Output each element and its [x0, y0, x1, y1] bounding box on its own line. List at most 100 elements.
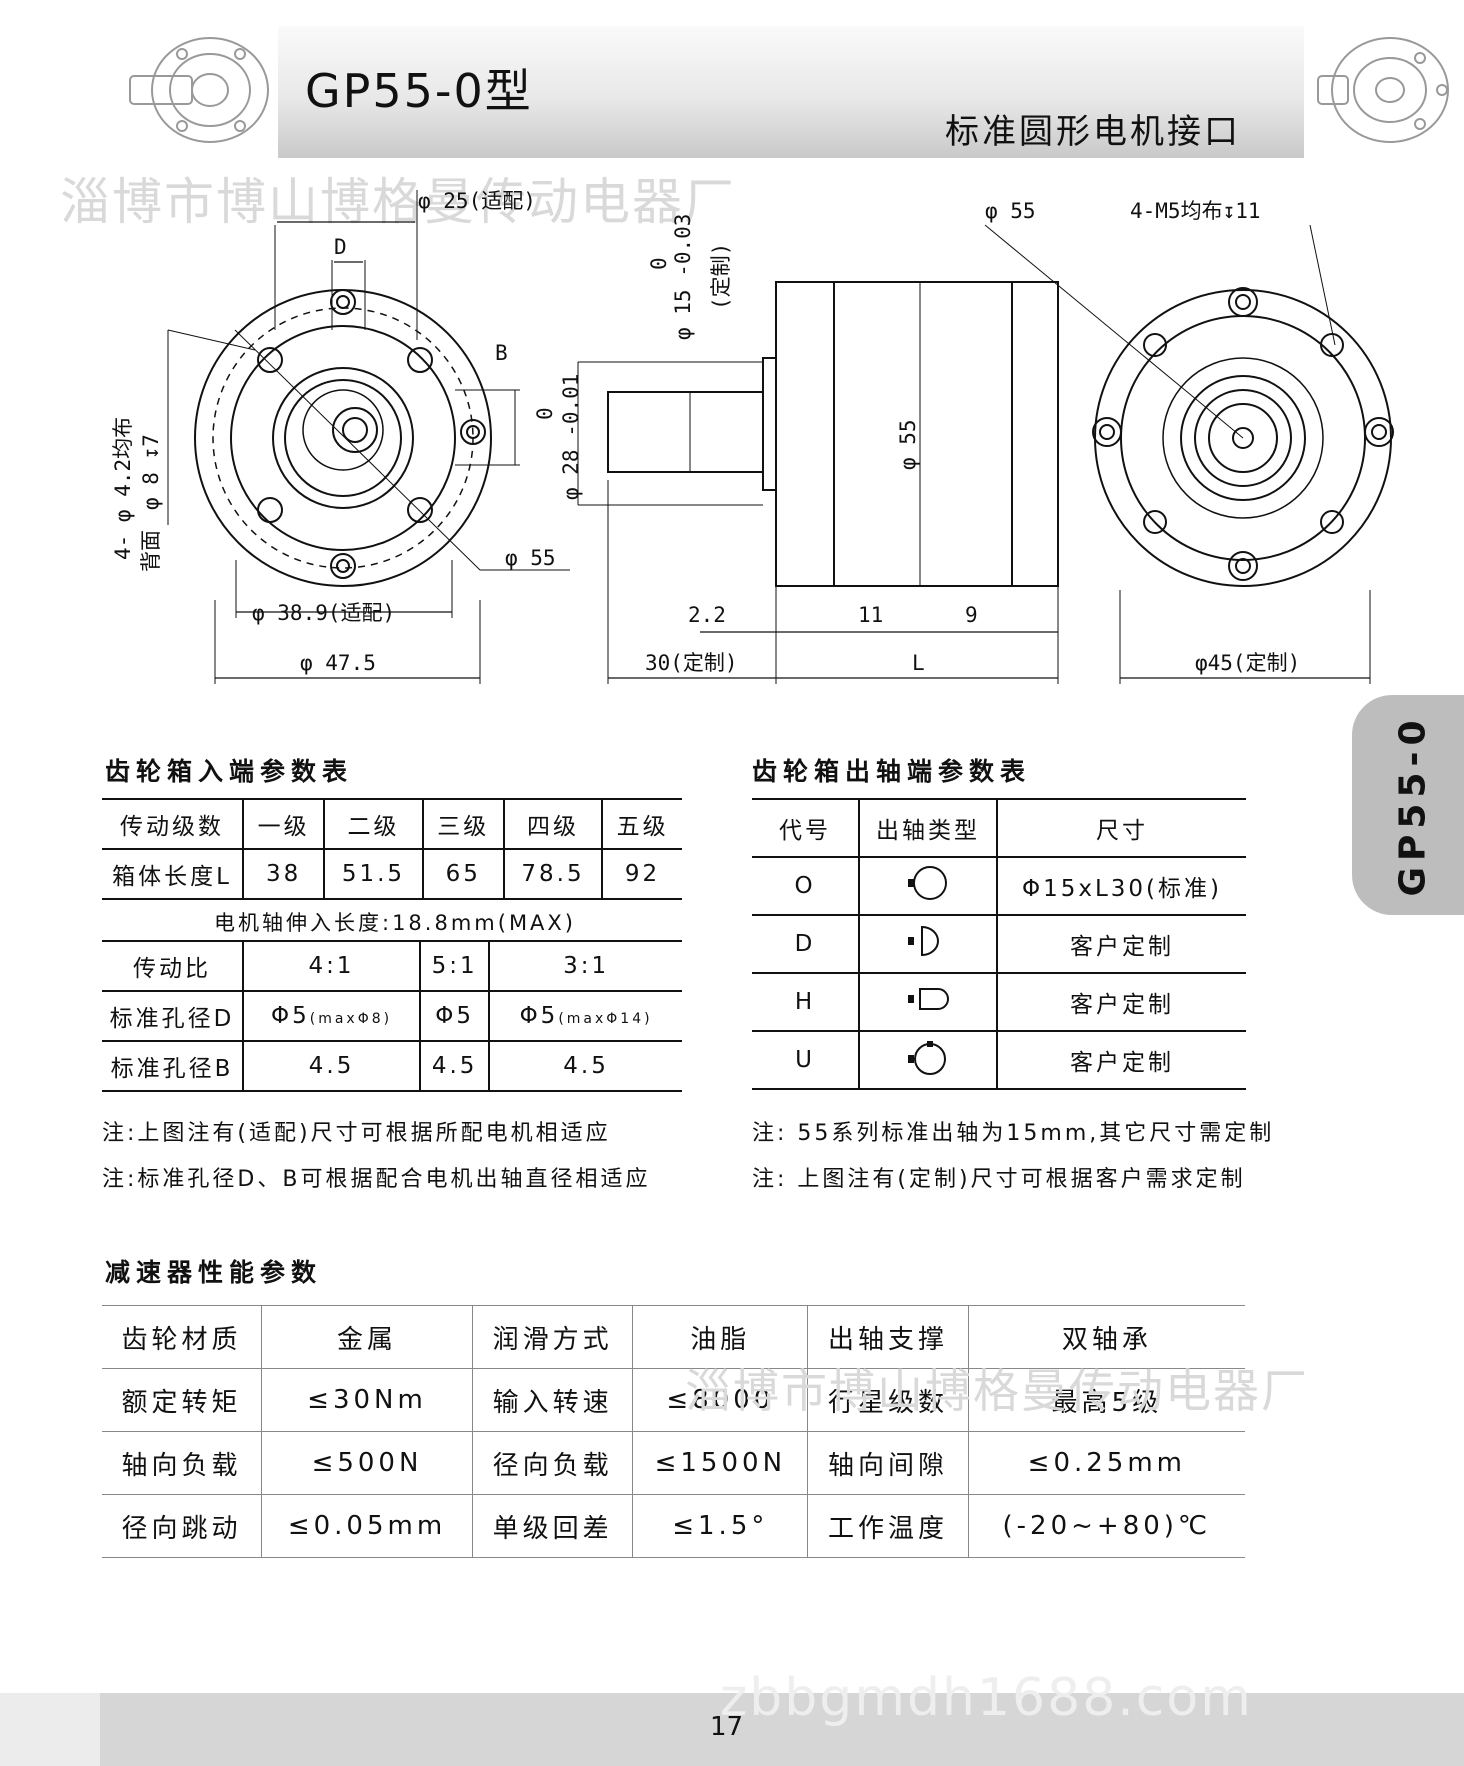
gearbox-thumbnail-left [129, 37, 269, 143]
stage-cell: 三级 [421, 798, 504, 850]
bore-b-cell: 4.5 [241, 1040, 421, 1092]
table-row: 传动级数 一级 二级 三级 四级 五级 [102, 798, 682, 850]
dim-D-label: D [334, 235, 347, 259]
perf-cell: (-20~+80)℃ [967, 1494, 1245, 1558]
input-note-1: 注:上图注有(适配)尺寸可根据所配电机相适应 [102, 1121, 611, 1146]
output-table-title: 齿轮箱出轴端参数表 [752, 757, 1032, 786]
ratio-cell: 3:1 [488, 940, 682, 992]
side-tab [1352, 695, 1464, 915]
table-row: 标准孔径D Φ5(maxΦ8) Φ5 Φ5(maxΦ14) [102, 990, 682, 1042]
dim-shaft-d15-label: φ 15 -0.03 [671, 214, 695, 340]
motor-shaft-note: 电机轴伸入长度:18.8mm(MAX) [214, 911, 577, 935]
dim-len30-label: 30(定制) [645, 651, 738, 675]
stage-cell: 二级 [323, 798, 423, 850]
dim-d475-label: φ 47.5 [300, 651, 376, 675]
perf-cell: 工作温度 [807, 1494, 969, 1558]
code-cell: U [752, 1030, 859, 1090]
bore-d-cell: Φ5(maxΦ14) [488, 990, 682, 1042]
size-cell: 客户定制 [996, 914, 1246, 974]
perf-cell: ≤1.5° [632, 1494, 808, 1558]
watermark-company-2: 淄博市博山博格曼传动电器厂 [685, 1364, 1309, 1418]
ratio-cell: 5:1 [419, 940, 490, 992]
stage-cell: 一级 [241, 798, 325, 850]
dim-d25-label: φ 25(适配) [418, 189, 536, 213]
dim-front-d55-label: φ 55 [505, 546, 556, 570]
stage-cell: 四级 [502, 798, 603, 850]
watermark-url: zbbgmdh1688.com [720, 1668, 1253, 1728]
watermark-company: 淄博市博山博格曼传动电器厂 [60, 173, 736, 231]
perf-cell: 出轴支撑 [807, 1305, 969, 1369]
bore-d-cell: Φ5 [419, 990, 490, 1042]
bore-b-cell: 4.5 [419, 1040, 490, 1092]
size-cell: 客户定制 [996, 972, 1246, 1032]
ratio-label-cell: 传动比 [102, 940, 243, 992]
length-cell: 51.5 [323, 848, 423, 900]
code-cell: O [752, 856, 859, 916]
dim-custom-label: (定制) [709, 243, 733, 310]
dim-L-label: L [912, 651, 925, 675]
table-row: H 客户定制 [752, 972, 1246, 1032]
table-row: U 客户定制 [752, 1030, 1246, 1090]
perf-cell: 金属 [261, 1305, 473, 1369]
performance-title: 减速器性能参数 [105, 1258, 323, 1287]
input-note-2: 注:标准孔径D、B可根据配合电机出轴直径相适应 [102, 1167, 651, 1192]
perf-cell: 输入转速 [471, 1368, 633, 1432]
code-cell: D [752, 914, 859, 974]
stage-cell: 五级 [601, 798, 682, 850]
size-cell: 客户定制 [996, 1030, 1246, 1090]
side-tab-label-wrap: GP55-0 [1378, 714, 1448, 896]
table-row: 轴向负载 ≤500N 径向负载 ≤1500N 轴向间隙 ≤0.25mm [102, 1431, 1245, 1495]
header-type: 出轴类型 [858, 798, 997, 858]
shaft-h-icon [908, 988, 949, 1010]
table-row: D 客户定制 [752, 914, 1246, 974]
gearbox-thumbnail-right [1317, 37, 1449, 143]
bore-d-value: Φ5 [271, 1003, 310, 1029]
header-code: 代号 [752, 798, 859, 858]
length-cell: 38 [241, 848, 325, 900]
output-note-1: 注: 55系列标准出轴为15mm,其它尺寸需定制 [752, 1121, 1275, 1146]
length-label-cell: 箱体长度L [102, 848, 243, 900]
dim-holes-label: 4- φ 4.2均布 [111, 417, 135, 560]
perf-cell: 齿轮材质 [102, 1305, 262, 1369]
shaft-type-cell [858, 1030, 997, 1090]
bore-d-max: (maxΦ8) [309, 1011, 393, 1027]
bore-b-cell: 4.5 [488, 1040, 682, 1092]
footer-bar [100, 1693, 1464, 1766]
header-size: 尺寸 [996, 798, 1246, 858]
shaft-d-icon [908, 925, 939, 957]
dim-tol28-label: 0 [533, 407, 557, 420]
bore-d-label-cell: 标准孔径D [102, 990, 243, 1042]
dim-d45-label: φ45(定制) [1195, 651, 1300, 675]
length-cell: 92 [601, 848, 682, 900]
table-row: 传动比 4:1 5:1 3:1 [102, 940, 682, 992]
perf-cell: ≤0.25mm [967, 1431, 1245, 1495]
shaft-u-icon [908, 1041, 946, 1075]
bore-d-max: (maxΦ14) [558, 1011, 653, 1027]
ratio-cell: 4:1 [241, 940, 421, 992]
dim-len9-label: 9 [965, 603, 978, 627]
dim-d28-label: φ 28 -0.01 [559, 374, 583, 500]
dim-d389-label: φ 38.9(适配) [252, 601, 395, 625]
perf-cell: 油脂 [632, 1305, 808, 1369]
code-cell: H [752, 972, 859, 1032]
footer-left-block [0, 1693, 100, 1766]
dim-d8-label: φ 8 ↧7 [139, 434, 163, 510]
stage-label-cell: 传动级数 [102, 798, 243, 850]
perf-cell: ≤8000 [632, 1368, 808, 1432]
shaft-o-icon [908, 866, 947, 900]
dim-len11-label: 11 [858, 603, 883, 627]
page-number: 17 [710, 1712, 744, 1742]
dim-len22-label: 2.2 [688, 603, 726, 627]
perf-cell: 单级回差 [471, 1494, 633, 1558]
dim-back-label: 背面 [139, 530, 163, 572]
table-row: 标准孔径B 4.5 4.5 4.5 [102, 1040, 682, 1092]
perf-cell: ≤1500N [632, 1431, 808, 1495]
table-row: O Φ15xL30(标准) [752, 856, 1246, 916]
side-tab-label: GP55-0 [1392, 713, 1434, 897]
perf-cell: ≤30Nm [261, 1368, 473, 1432]
perf-cell: 轴向负载 [102, 1431, 262, 1495]
dim-B-label: B [495, 341, 508, 365]
dim-shaft-tol15-label: 0 [647, 257, 671, 270]
perf-cell: 额定转矩 [102, 1368, 262, 1432]
perf-cell: 径向跳动 [102, 1494, 262, 1558]
